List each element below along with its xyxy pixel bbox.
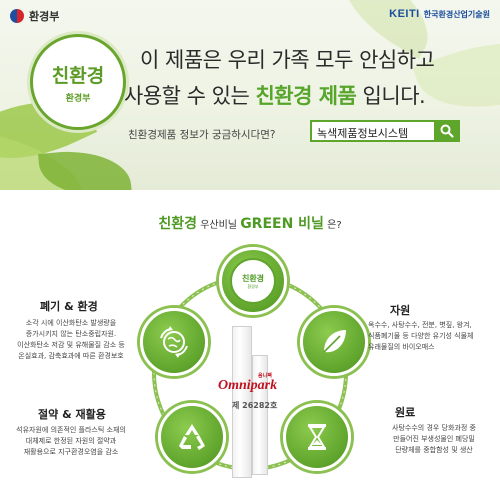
section-title-end: 은? (323, 220, 342, 231)
banner: 환경부 KEITI 한국환경산업기술원 친환경 환경부 이 제품은 우리 가족 … (0, 0, 500, 190)
search-question: 친환경제품 정보가 궁금하시다면? (128, 129, 276, 141)
ministry-emblem-icon (10, 9, 24, 23)
keiti-logo[interactable]: KEITI 한국환경산업기술원 (389, 8, 490, 20)
waste-circle (140, 308, 208, 376)
resource-body-line: 옥수수, 사탕수수, 전분, 볏짚, 왕겨, (368, 321, 472, 329)
waste-title: 폐기 & 환경 (40, 300, 98, 313)
resource-body-line: 유래물질의 바이오매스 (368, 343, 435, 351)
headline-line1: 이 제품은 우리 가족 모두 안심하고 (140, 48, 435, 72)
raw-body: 사탕수수의 경우 당화과정 중 만들어진 부생성물인 폐당밀 단량체를 중합함성… (375, 423, 493, 456)
saving-circle (158, 403, 226, 471)
headline-line2: 사용할 수 있는 친환경 제품 입니다. (124, 80, 426, 110)
section-title-eco: 친환경 (158, 216, 198, 232)
raw-circle (283, 403, 351, 471)
waste-body-line: 증가시키지 않는 탄소중립자원. (25, 330, 117, 338)
ministry-logo[interactable]: 환경부 (10, 8, 59, 24)
brand-logo: Omnipark (218, 378, 278, 393)
umbrella-bag-long (232, 326, 252, 478)
waste-body: 소각 시에 이산화탄소 발생량을 증가시키지 않는 탄소중립자원. 이산화탄소 … (12, 318, 130, 362)
keiti-wordmark: KEITI (389, 8, 420, 20)
resource-body-line: 식품폐기물 등 다양한 유기성 식물체 (368, 332, 474, 340)
saving-body: 석유자원에 의존적인 플라스틱 소재의 대체제로 한정된 자원의 절약과 재활용… (12, 425, 130, 458)
headline-suffix: 입니다. (356, 84, 426, 108)
hourglass-icon (308, 424, 326, 450)
section-title: 친환경 우산비닐 GREEN 비닐 은? (0, 213, 500, 233)
leaf-icon (323, 330, 346, 353)
saving-title: 절약 & 재활용 (38, 408, 106, 421)
section-title-umbrella: 우산비닐 (197, 220, 241, 231)
search-button[interactable] (434, 120, 460, 142)
certification-number: 제 26282호 (232, 401, 278, 410)
keiti-name: 한국환경산업기술원 (423, 9, 490, 19)
resource-body: 옥수수, 사탕수수, 전분, 볏짚, 왕겨, 식품폐기물 등 다양한 유기성 식… (368, 320, 474, 353)
brand-korean: 옴니팩 (258, 373, 272, 379)
headline-highlight: 친환경 제품 (255, 84, 357, 108)
headline-prefix: 사용할 수 있는 (124, 84, 256, 108)
eco-label-main: 친환경 (51, 65, 105, 87)
raw-body-line: 사탕수수의 경우 당화과정 중 (392, 424, 476, 432)
ministry-name: 환경부 (29, 10, 60, 23)
recycle-icon (179, 424, 205, 450)
saving-body-line: 재활용으로 지구환경오염을 감소 (23, 448, 119, 456)
section-title-green: GREEN 비닐 (240, 216, 324, 232)
search-icon (440, 124, 454, 138)
saving-body-line: 대체제로 한정된 자원의 절약과 (25, 437, 117, 445)
earth-recycle-icon (160, 326, 188, 358)
resource-title: 자원 (390, 304, 411, 317)
eco-label-circle: 친환경 환경부 (219, 247, 287, 315)
waste-body-line: 온실효과, 감축효과에 따른 환경보호 (18, 352, 124, 360)
raw-title: 원료 (395, 406, 416, 419)
mini-badge-main: 친환경 (241, 273, 265, 283)
saving-body-line: 석유자원에 의존적인 플라스틱 소재의 (16, 426, 126, 434)
raw-body-line: 만들어진 부생성물인 폐당밀 (393, 435, 475, 443)
raw-body-line: 단량체를 중합함성 및 생산 (395, 446, 473, 454)
resource-circle (300, 308, 368, 376)
mini-badge-sub: 환경부 (247, 283, 259, 289)
eco-label-badge: 친환경 환경부 (30, 34, 126, 130)
waste-body-line: 이산화탄소 저감 및 유해물질 감소 등 (17, 341, 125, 349)
umbrella-bag-short (252, 355, 268, 475)
eco-label-sub: 환경부 (65, 94, 91, 104)
waste-body-line: 소각 시에 이산화탄소 발생량을 (25, 319, 117, 327)
mini-eco-badge: 친환경 환경부 (230, 258, 276, 304)
